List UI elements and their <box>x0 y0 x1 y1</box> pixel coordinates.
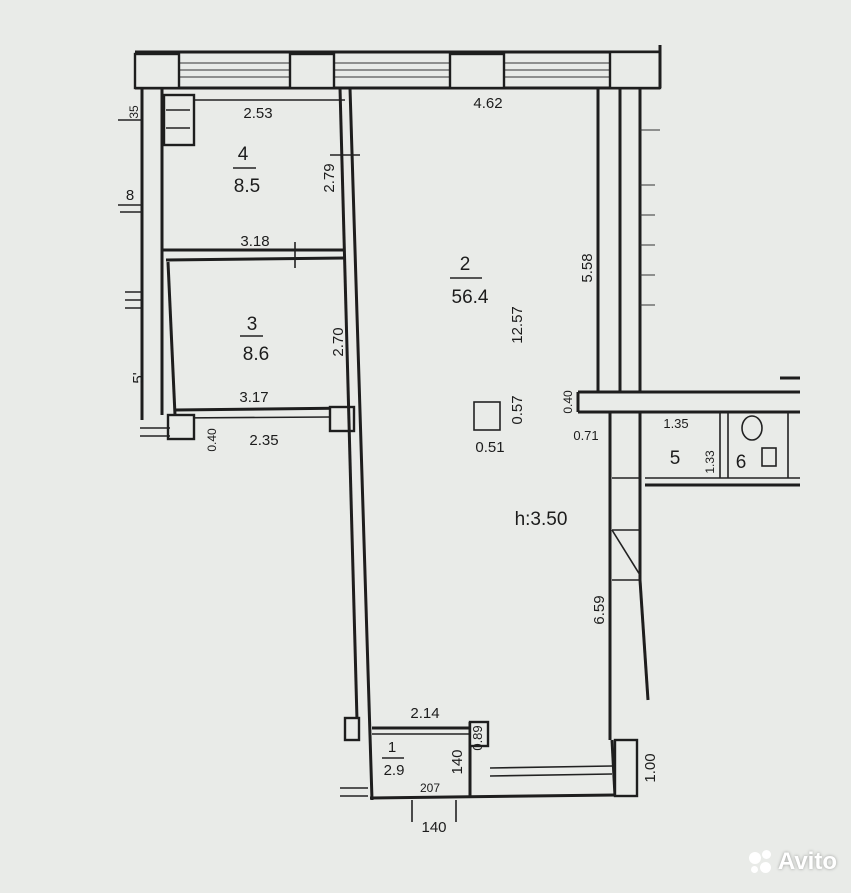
room-1-walls <box>340 716 639 822</box>
dim-left-edge-8: 8 <box>126 187 134 204</box>
dim-bottom-left: 2.35 <box>249 432 278 449</box>
dim-top-left-edge: 35 <box>127 105 141 119</box>
room-2-area: 56.4 <box>452 287 489 308</box>
dim-room5-width: 1.35 <box>663 416 688 431</box>
dim-room1-side: 0.89 <box>470 725 485 750</box>
room-2-left-wall <box>330 87 374 801</box>
dim-room3-height: 2.70 <box>330 327 347 356</box>
room-1-number: 1 <box>388 739 396 756</box>
dim-room3-top: 3.18 <box>240 233 269 250</box>
dim-left-040: 0.40 <box>205 428 219 452</box>
dim-wall-040: 0.40 <box>561 390 575 414</box>
dim-room2-length: 12.57 <box>509 306 526 344</box>
room-2-number: 2 <box>460 254 471 275</box>
room-1-area: 2.9 <box>384 762 405 779</box>
avito-logo-icon <box>747 849 773 875</box>
dim-room1-width: 2.14 <box>410 705 439 722</box>
dim-left-edge-5: 5' <box>130 372 147 383</box>
dim-room1-height: 140 <box>449 749 466 774</box>
room-3-walls <box>140 261 356 441</box>
room-4-label: 4 8.5 <box>233 144 260 197</box>
room-6-number: 6 <box>736 452 747 473</box>
dim-column-bottom: 0.51 <box>475 439 504 456</box>
avito-watermark-text: Avito <box>777 848 837 875</box>
dim-room1-207: 207 <box>420 781 440 795</box>
avito-watermark: Avito <box>747 848 837 876</box>
dim-column-side: 0.57 <box>509 395 526 424</box>
column-symbol <box>473 401 501 431</box>
room-3-area: 8.6 <box>243 344 269 365</box>
dim-room4-height: 2.79 <box>321 163 338 192</box>
room-3-label: 3 8.6 <box>240 314 269 365</box>
dim-room3-bottom: 3.17 <box>239 389 268 406</box>
dim-room5-height: 1.33 <box>703 450 717 474</box>
room-5-6-walls <box>608 412 800 740</box>
ceiling-height-label: h:3.50 <box>515 509 568 530</box>
top-outer-wall <box>133 45 662 90</box>
dim-wall-071: 0.71 <box>573 428 598 443</box>
dim-top-room4: 2.53 <box>243 105 272 122</box>
dim-right-100: 1.00 <box>642 753 659 782</box>
dim-top-room2: 4.62 <box>473 95 502 112</box>
dim-bottom-140: 140 <box>421 819 446 836</box>
room-2-right-wall <box>576 88 800 414</box>
room-5-number: 5 <box>670 448 681 469</box>
room-4-area: 8.5 <box>234 176 260 197</box>
room-4-walls <box>162 93 346 268</box>
dim-room2-right-lower: 6.59 <box>591 595 608 624</box>
room-1-label: 1 2.9 <box>382 739 404 779</box>
room-2-label: 2 56.4 <box>450 254 489 308</box>
left-outer-wall <box>118 88 164 420</box>
room-4-number: 4 <box>238 144 249 165</box>
dim-room2-right-upper: 5.58 <box>579 253 596 282</box>
room-3-number: 3 <box>247 314 258 335</box>
